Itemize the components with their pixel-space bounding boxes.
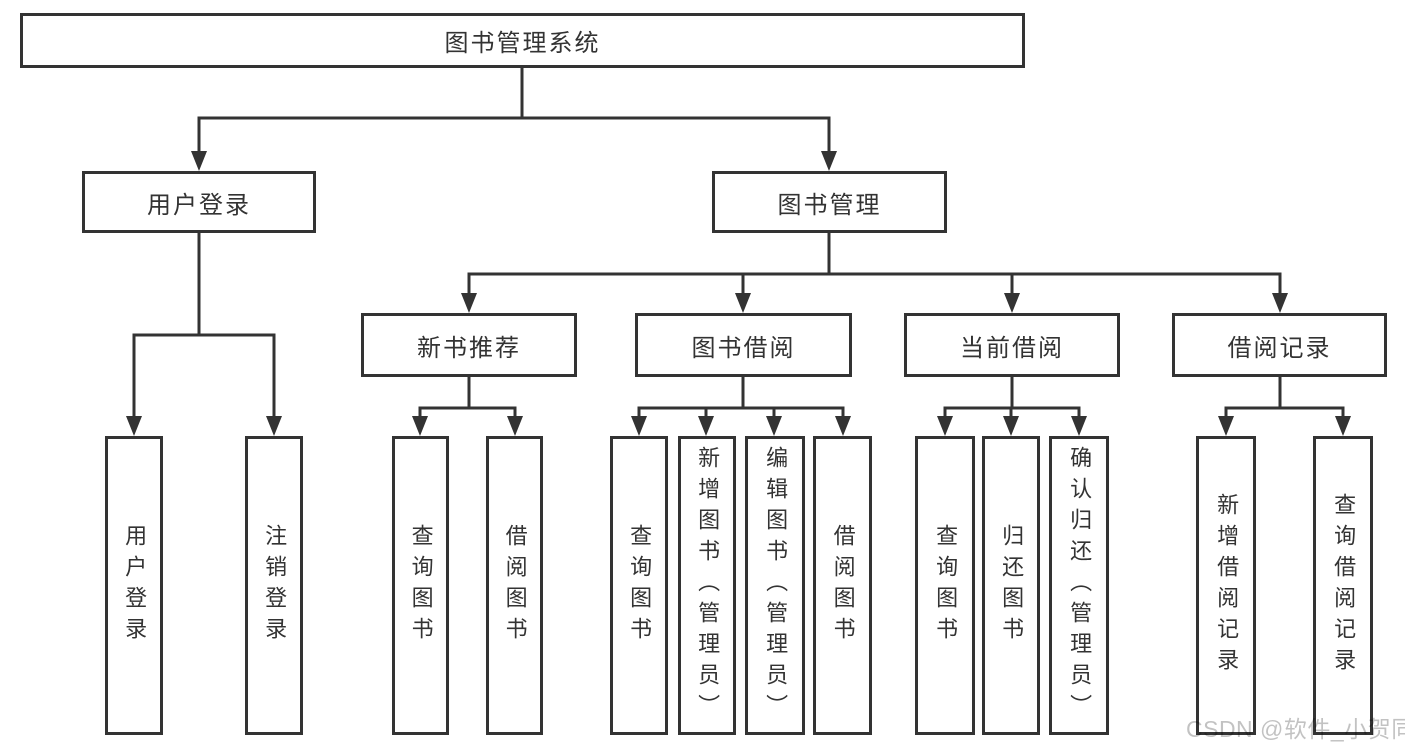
leaf-query-books-current: 查询图书	[915, 436, 975, 735]
node-current-borrow: 当前借阅	[904, 313, 1120, 377]
leaf-logout: 注销登录	[245, 436, 303, 735]
node-new-book-recommend: 新书推荐	[361, 313, 577, 377]
leaf-return-books: 归还图书	[982, 436, 1040, 735]
node-label: 借阅图书	[502, 523, 528, 648]
node-book-borrow: 图书借阅	[635, 313, 852, 377]
node-label: 编辑图书（管理员）	[763, 446, 789, 725]
node-label: 借阅记录	[1227, 334, 1332, 362]
leaf-add-book-admin: 新增图书（管理员）	[678, 436, 736, 735]
leaf-confirm-return-admin: 确认归还（管理员）	[1049, 436, 1109, 735]
node-label: 图书借阅	[691, 334, 796, 362]
node-label: 借阅图书	[830, 523, 856, 648]
csdn-watermark: CSDN @软件_小贺同学	[1186, 716, 1405, 742]
node-label: 查询图书	[408, 523, 434, 648]
node-label: 注销登录	[262, 523, 288, 648]
node-label: 查询图书	[627, 523, 653, 648]
leaf-add-borrow-record: 新增借阅记录	[1196, 436, 1256, 735]
leaf-query-books-borrow: 查询图书	[610, 436, 668, 735]
node-label: 新增借阅记录	[1214, 492, 1240, 679]
node-label: 查询借阅记录	[1331, 492, 1357, 679]
node-label: 当前借阅	[960, 334, 1064, 362]
leaf-query-borrow-record: 查询借阅记录	[1313, 436, 1373, 735]
node-borrow-records: 借阅记录	[1172, 313, 1387, 377]
node-label: 用户登录	[147, 191, 251, 219]
leaf-borrow-books: 借阅图书	[813, 436, 872, 735]
node-label: 确认归还（管理员）	[1067, 446, 1093, 725]
node-label: 归还图书	[999, 523, 1025, 648]
node-root: 图书管理系统	[20, 13, 1025, 68]
node-label: 用户登录	[122, 523, 148, 648]
node-label: 图书管理	[777, 191, 882, 219]
leaf-edit-book-admin: 编辑图书（管理员）	[745, 436, 805, 735]
node-label: 新增图书（管理员）	[695, 446, 721, 725]
node-user-login: 用户登录	[82, 171, 316, 233]
node-label: 查询图书	[933, 523, 959, 648]
node-book-management: 图书管理	[712, 171, 947, 233]
leaf-borrow-books-recommend: 借阅图书	[486, 436, 543, 735]
node-label: 图书管理系统	[444, 30, 601, 57]
leaf-query-books-recommend: 查询图书	[392, 436, 449, 735]
node-label: 新书推荐	[417, 334, 521, 362]
leaf-user-login: 用户登录	[105, 436, 163, 735]
